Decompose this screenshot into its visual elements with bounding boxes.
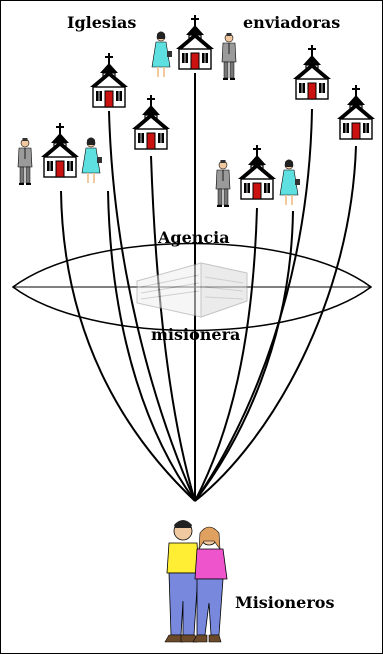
- line-church-5: [194, 207, 258, 502]
- church-icon: [175, 14, 215, 70]
- line-church-7: [194, 145, 357, 502]
- line-church-2: [108, 110, 196, 502]
- line-church-5b: [194, 210, 294, 502]
- missionaries-icon: [164, 520, 228, 643]
- building-icon: [136, 262, 248, 318]
- church-icon: [131, 94, 171, 150]
- label-mission: misionera: [151, 325, 241, 344]
- church-icon: [89, 52, 129, 108]
- line-church-1b: [107, 190, 196, 502]
- line-church-3: [150, 155, 196, 502]
- person-icon: [215, 159, 231, 208]
- line-church-1: [60, 190, 196, 502]
- person-icon: [151, 30, 173, 78]
- church-icon: [237, 144, 277, 200]
- church-icon: [40, 122, 80, 178]
- connection-lines: [60, 73, 357, 502]
- church-icon: [336, 84, 376, 140]
- label-sending: enviadoras: [243, 13, 341, 32]
- person-icon: [81, 136, 103, 184]
- church-icon: [292, 44, 332, 100]
- label-missionaries: Misioneros: [235, 593, 335, 612]
- person-icon: [279, 158, 301, 206]
- person-icon: [221, 32, 237, 81]
- label-churches: Iglesias: [67, 13, 137, 32]
- line-church-6: [194, 108, 313, 502]
- label-agency: Agencia: [158, 228, 230, 247]
- person-icon: [17, 137, 33, 186]
